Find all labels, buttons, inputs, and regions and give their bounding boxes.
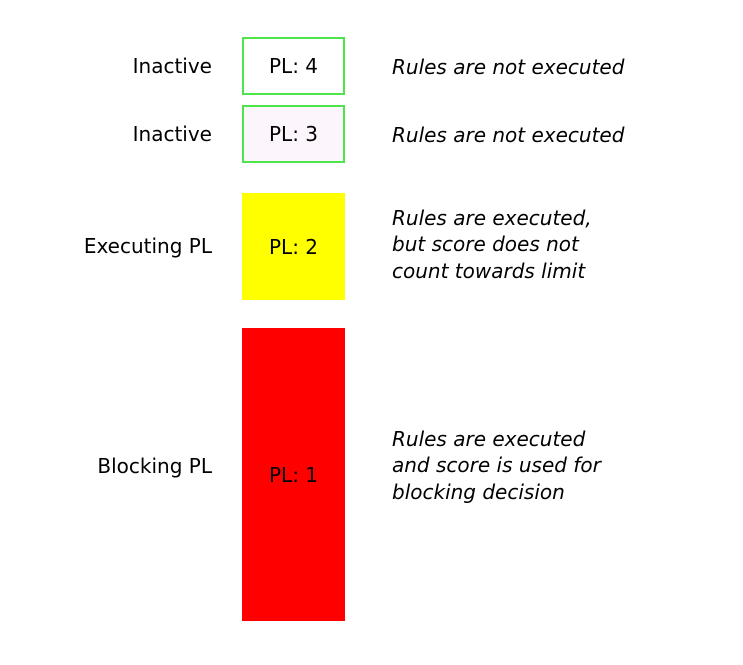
description-pl3: Rules are not executed — [392, 122, 732, 148]
pl-box-label-2: PL: 2 — [268, 234, 319, 259]
description-line: Rules are not executed — [392, 123, 625, 147]
pl-box-label-4: PL: 4 — [268, 54, 319, 78]
pl-row-3: Inactive PL: 3 Rules are not executed — [0, 0, 743, 170]
pl-box-label-3: PL: 3 — [268, 122, 319, 146]
pl-box-2: PL: 2 — [242, 193, 345, 300]
status-label-pl4: Inactive — [132, 54, 212, 78]
pl-row-2: Executing PL PL: 2 Rules are executed, b… — [0, 0, 743, 310]
description-line: count towards limit — [392, 258, 586, 283]
description-line: Rules are executed, — [392, 206, 592, 230]
description-line: Rules are not executed — [392, 55, 625, 79]
pl-box-1: PL: 1 — [242, 328, 345, 621]
description-pl2: Rules are executed, but score does not c… — [392, 205, 732, 284]
description-pl4: Rules are not executed — [392, 54, 732, 80]
description-line: blocking decision — [392, 479, 565, 504]
pl-box-4: PL: 4 — [242, 37, 345, 95]
description-pl1: Rules are executed and score is used for… — [392, 426, 732, 505]
pl-box-3: PL: 3 — [242, 105, 345, 163]
status-label-pl2: Executing PL — [83, 234, 212, 258]
pl-row-4: Inactive PL: 4 Rules are not executed — [0, 0, 743, 100]
status-label-pl3: Inactive — [132, 122, 212, 146]
status-label-pl1: Blocking PL — [97, 454, 212, 478]
description-line: and score is used for — [392, 453, 601, 478]
pl-box-label-1: PL: 1 — [268, 462, 319, 487]
description-line: Rules are executed — [392, 427, 586, 451]
description-line: but score does not — [392, 232, 579, 257]
